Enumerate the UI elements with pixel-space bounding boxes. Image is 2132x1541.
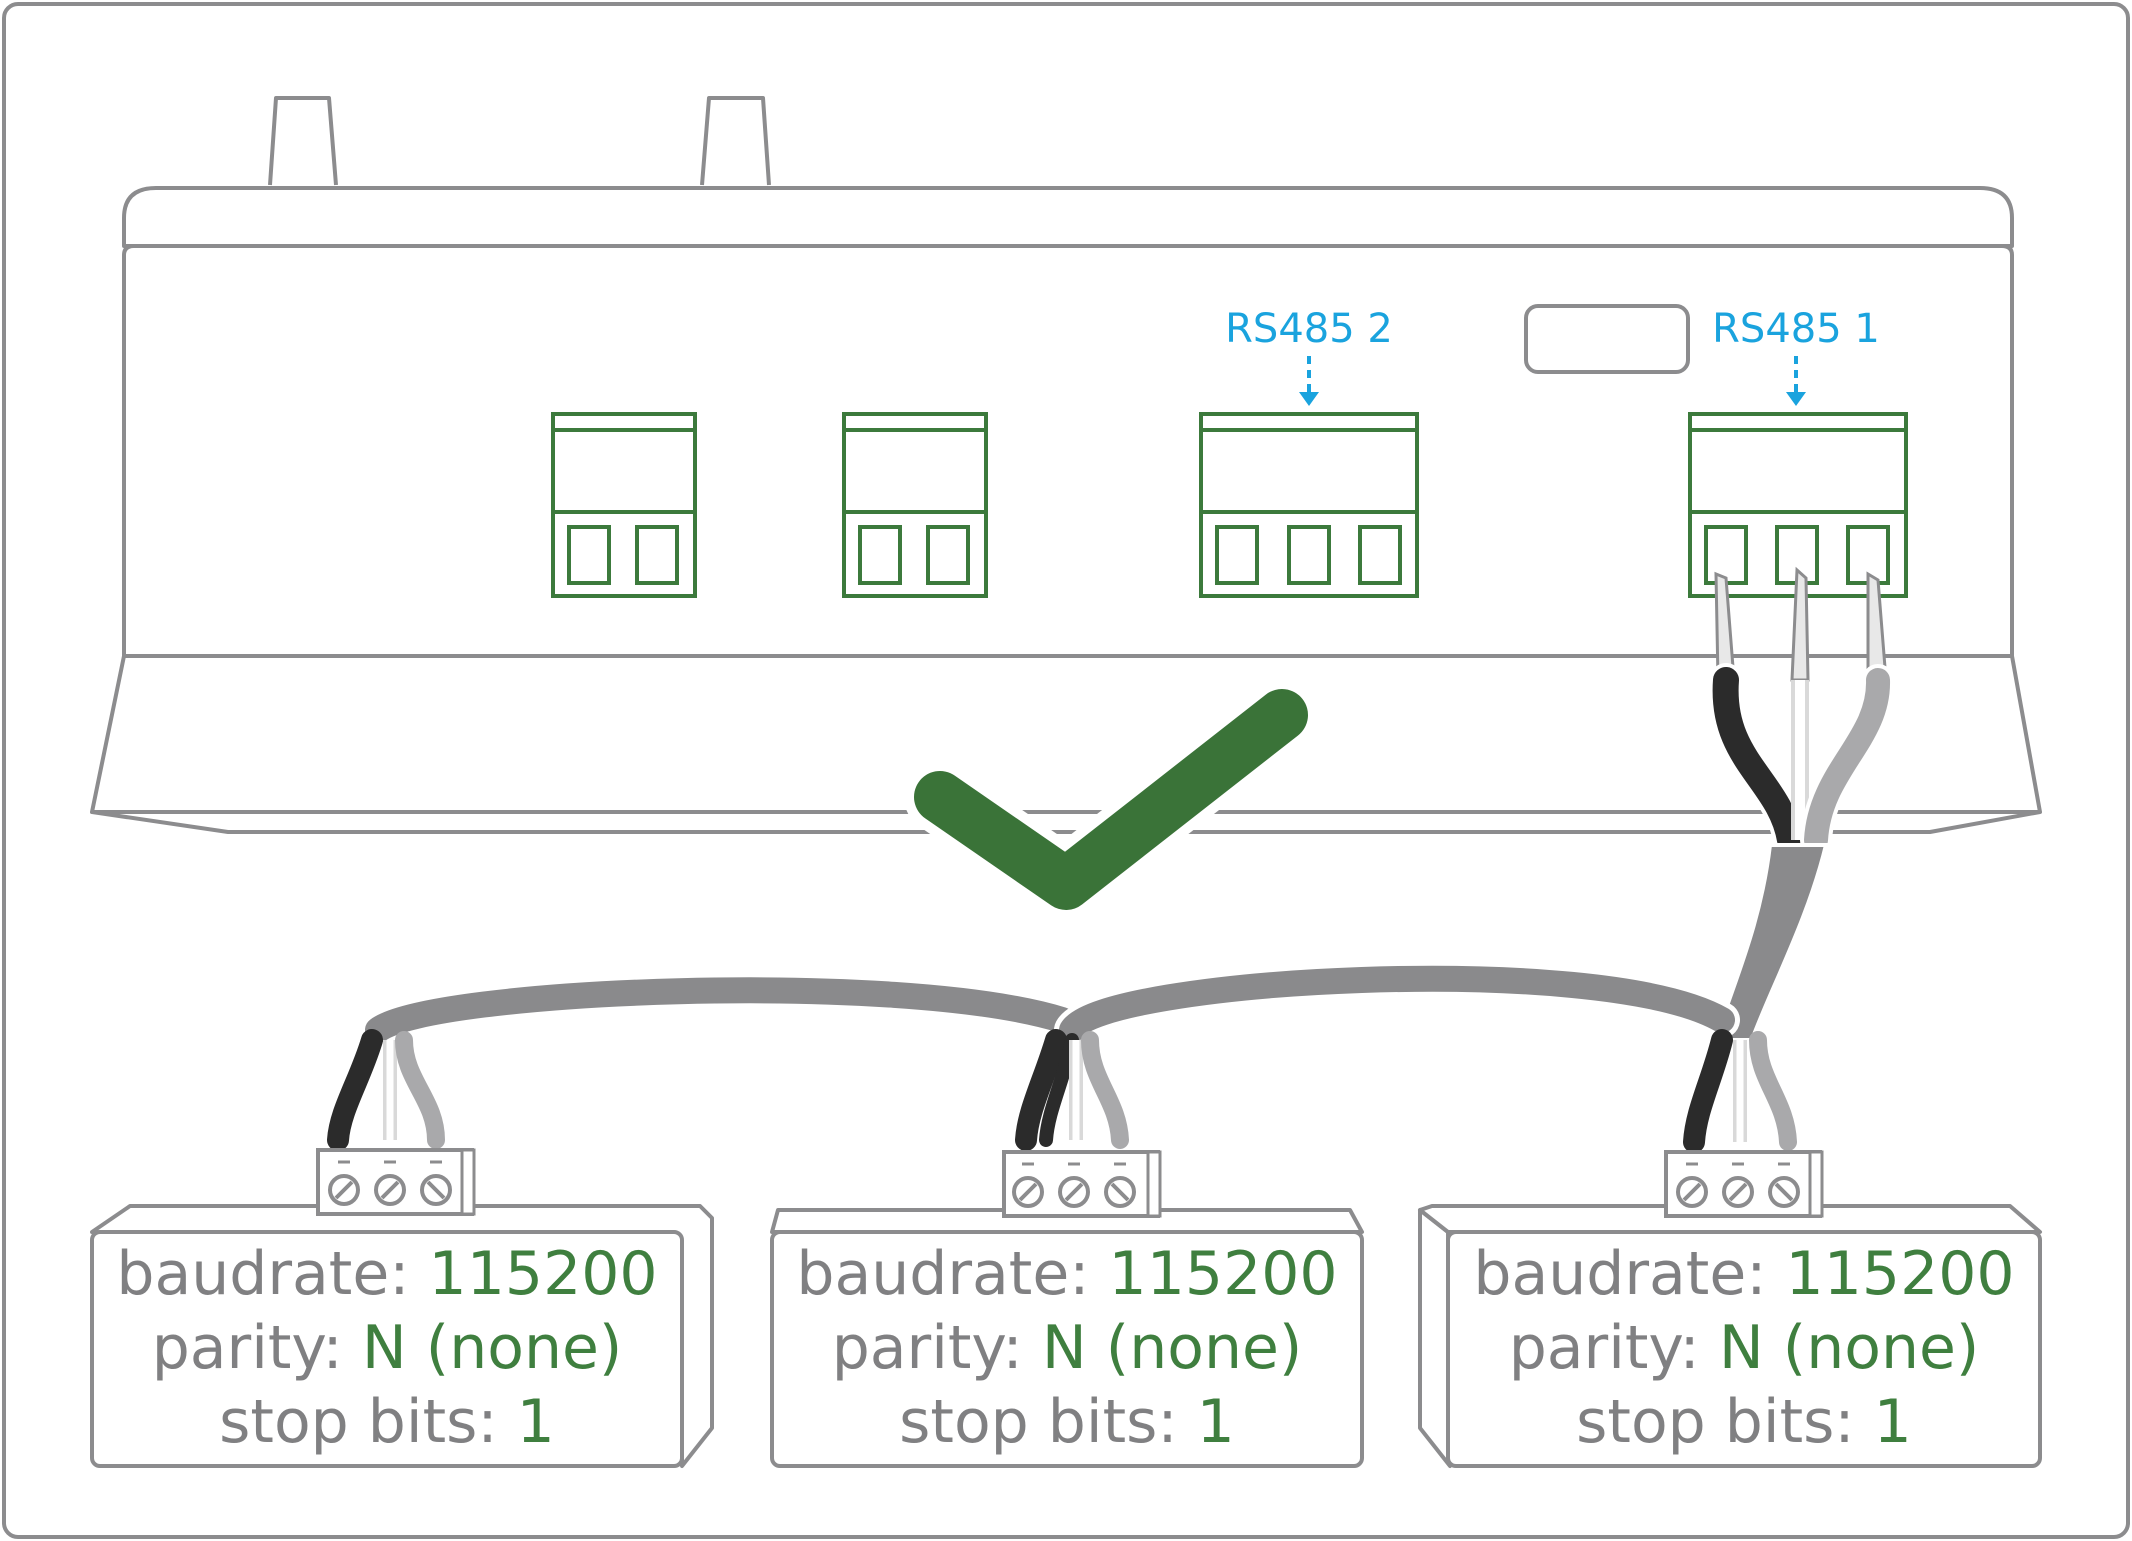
controller-wires: [1708, 566, 1894, 857]
checkmark-icon: [914, 689, 1308, 910]
rs485-1-terminal: [1688, 412, 1908, 598]
device-2-parity: parity: N (none): [832, 1313, 1303, 1383]
device-3-label-panel: [1446, 1230, 2042, 1468]
controller-device: RS485 2 RS485 1: [90, 96, 2042, 834]
device-1-connector: [316, 1148, 476, 1216]
device-1-label-panel: [90, 1230, 684, 1468]
chain-cable-1: [365, 977, 1075, 1043]
device-1-baudrate: baudrate: 115200: [116, 1239, 657, 1309]
device-3-stopbits: stop bits: 1: [1576, 1387, 1912, 1457]
terminal-screw-icon: [328, 1174, 360, 1206]
device-2-baudrate: baudrate: 115200: [796, 1239, 1337, 1309]
device-2-connector: [1002, 1150, 1162, 1218]
antenna-right: [700, 96, 771, 186]
slave-device-1: baudrate: 115200 parity: N (none) stop b…: [90, 1148, 714, 1468]
device-1-parity: parity: N (none): [152, 1313, 623, 1383]
arrow-down-icon: [1786, 356, 1806, 406]
chain-cable-2: [1059, 965, 1735, 1043]
device-2-label-panel: [770, 1230, 1364, 1468]
terminal-screw-icon: [1722, 1176, 1754, 1208]
terminal-screw-icon: [1104, 1176, 1136, 1208]
antenna-left: [268, 96, 338, 186]
rs485-2-label: RS485 2: [1225, 306, 1393, 352]
device-3-baudrate: baudrate: 115200: [1473, 1239, 2014, 1309]
device-2-wires: [1015, 1029, 1129, 1151]
controller-top-cap: [122, 186, 2014, 248]
rs485-1-label: RS485 1: [1712, 306, 1880, 352]
terminal-screw-icon: [420, 1174, 452, 1206]
device-3-parity: parity: N (none): [1509, 1313, 1980, 1383]
terminal-screw-icon: [1058, 1176, 1090, 1208]
terminal-screw-icon: [1676, 1176, 1708, 1208]
device-3-wires: [1683, 1029, 1797, 1153]
device-2-stopbits: stop bits: 1: [899, 1387, 1235, 1457]
device-1-stopbits: stop bits: 1: [219, 1387, 555, 1457]
rs485-2-terminal: [1199, 412, 1419, 598]
arrow-down-icon: [1299, 356, 1319, 406]
terminal-screw-icon: [374, 1174, 406, 1206]
terminal-screw-icon: [1768, 1176, 1800, 1208]
device-1-wires: [327, 1029, 445, 1151]
terminal-screw-icon: [1012, 1176, 1044, 1208]
device-3-connector: [1664, 1150, 1824, 1218]
terminal-block-2pin-a: [551, 412, 697, 598]
slave-device-2: baudrate: 115200 parity: N (none) stop b…: [770, 1150, 1364, 1468]
slave-device-3: baudrate: 115200 parity: N (none) stop b…: [1418, 1150, 2042, 1468]
status-window: [1524, 304, 1690, 374]
terminal-block-2pin-b: [842, 412, 988, 598]
